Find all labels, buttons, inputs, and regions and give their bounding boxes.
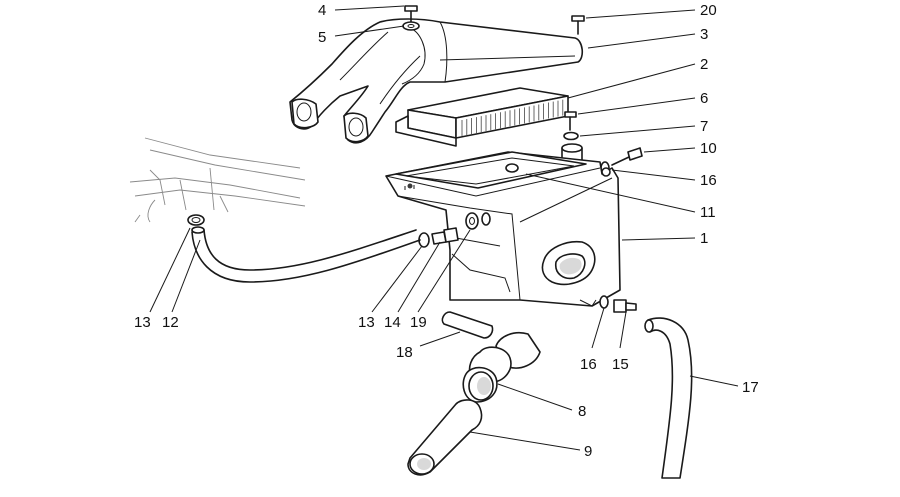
label-part-8: 8 bbox=[578, 403, 586, 420]
screw-10 bbox=[611, 147, 643, 166]
leader-lines bbox=[149, 5, 739, 451]
breather-hose bbox=[644, 317, 693, 479]
part-labels: 4 5 20 3 2 6 7 10 16 11 1 13 12 13 14 19… bbox=[134, 2, 759, 460]
label-part-16-bottom: 16 bbox=[580, 356, 597, 373]
frame-outline bbox=[129, 137, 306, 223]
label-part-16-top: 16 bbox=[700, 172, 717, 189]
label-part-9: 9 bbox=[584, 443, 592, 460]
label-part-13-right: 13 bbox=[358, 314, 375, 331]
airbox bbox=[385, 151, 621, 307]
label-part-19: 19 bbox=[410, 314, 427, 331]
intake-duct bbox=[289, 18, 584, 144]
label-part-17: 17 bbox=[742, 379, 759, 396]
washer-7 bbox=[563, 131, 579, 141]
label-part-1: 1 bbox=[700, 230, 708, 247]
label-part-20: 20 bbox=[700, 2, 717, 19]
screw-20 bbox=[571, 15, 585, 35]
label-part-18: 18 bbox=[396, 344, 413, 361]
screw-4 bbox=[404, 5, 418, 23]
screw-6 bbox=[564, 111, 577, 131]
label-part-15: 15 bbox=[612, 356, 629, 373]
hose-fitting-14 bbox=[431, 227, 459, 245]
foam-strip bbox=[441, 311, 494, 339]
label-part-6: 6 bbox=[700, 90, 708, 107]
label-part-4: 4 bbox=[318, 2, 326, 19]
label-part-10: 10 bbox=[700, 140, 717, 157]
intake-tube bbox=[407, 399, 483, 476]
washer-5 bbox=[402, 21, 420, 31]
gasket-19 bbox=[465, 212, 491, 230]
washer-16-bottom bbox=[599, 295, 609, 309]
label-part-7: 7 bbox=[700, 118, 708, 135]
air-filter bbox=[395, 87, 569, 147]
label-part-11: 11 bbox=[700, 204, 716, 221]
label-part-3: 3 bbox=[700, 26, 708, 43]
drain-hose bbox=[191, 226, 421, 283]
intake-sleeve bbox=[462, 331, 541, 403]
label-part-13-left: 13 bbox=[134, 314, 151, 331]
label-part-2: 2 bbox=[700, 56, 708, 73]
hose-clamp-13-left bbox=[187, 214, 205, 226]
hose-fitting-15 bbox=[613, 299, 637, 313]
label-part-14: 14 bbox=[384, 314, 401, 331]
label-part-12: 12 bbox=[162, 314, 179, 331]
label-part-5: 5 bbox=[318, 29, 326, 46]
